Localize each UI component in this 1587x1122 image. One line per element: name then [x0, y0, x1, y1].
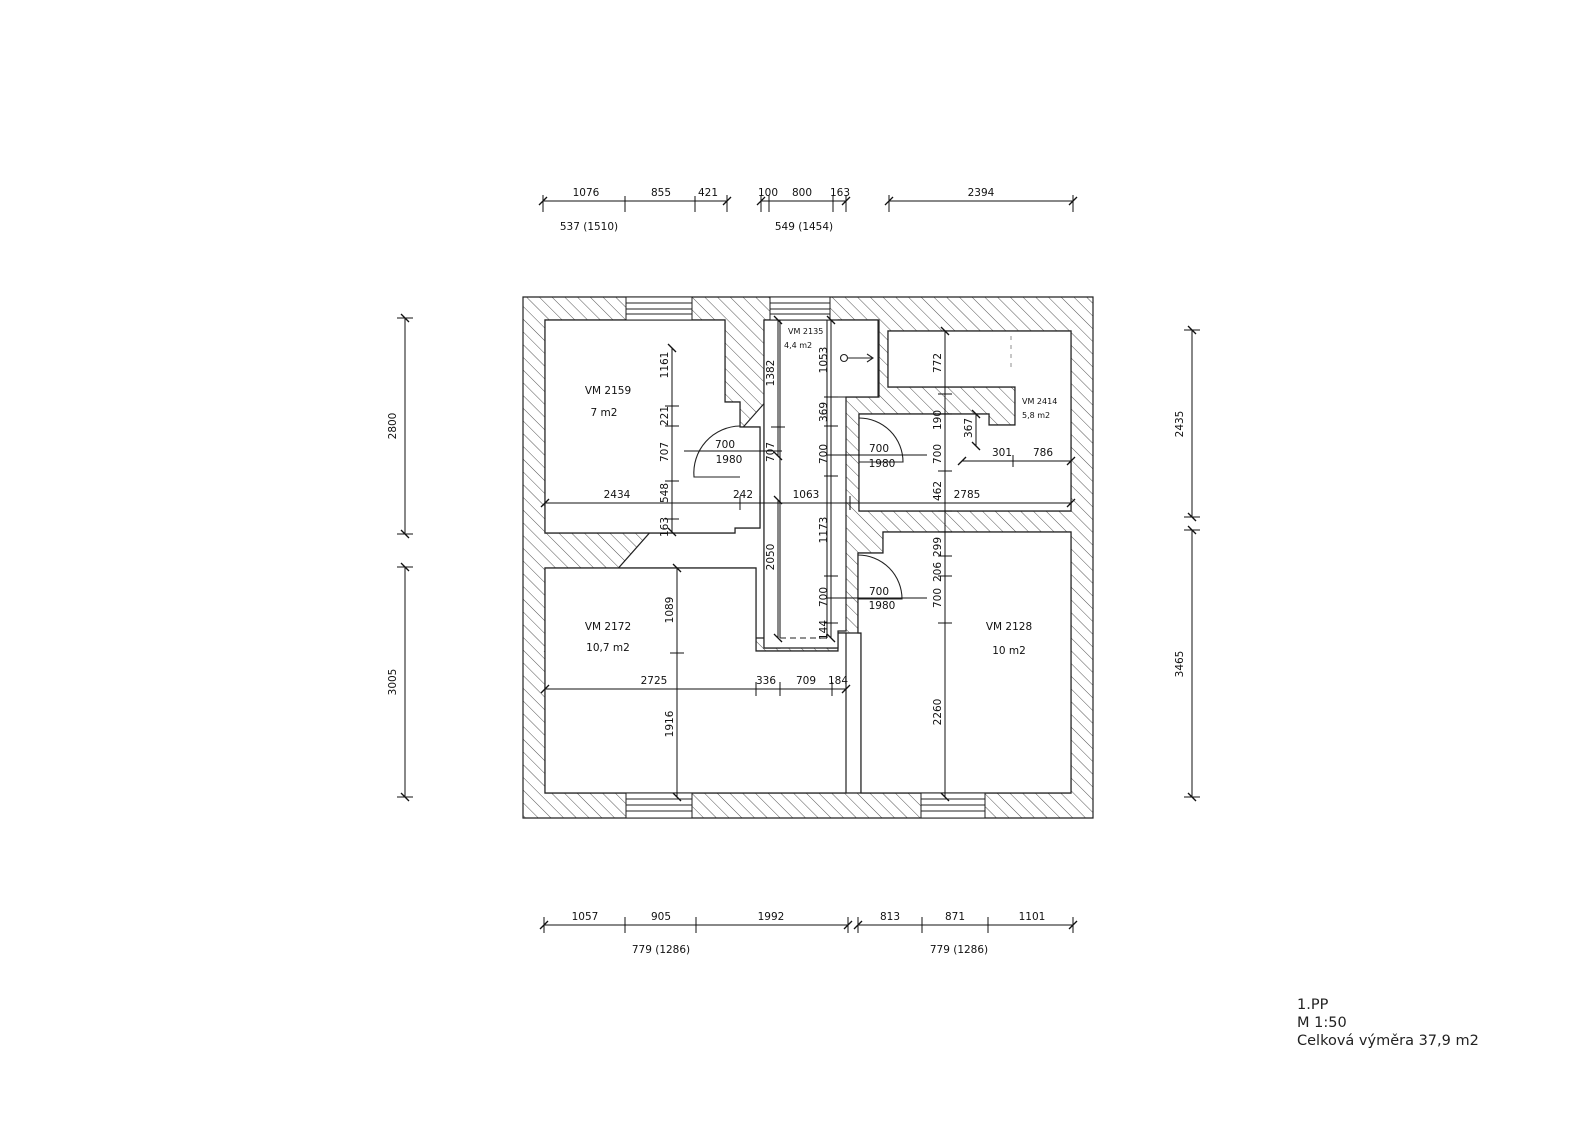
dimension-labels-interior: 1161 221 707 548 163 1382 707 2050 1053 …: [604, 347, 1054, 738]
dim-bottom-1057: 1057: [572, 911, 599, 923]
dim-int-2050: 2050: [765, 544, 777, 571]
dim-int-301: 301: [992, 447, 1012, 459]
scale-label: M 1:50: [1297, 1015, 1347, 1031]
dim-int-709: 709: [796, 675, 816, 687]
dim-int-369: 369: [818, 402, 830, 422]
doors: [693, 417, 904, 600]
door-2128-height: 1980: [869, 600, 896, 612]
room-area-2128: 10 m2: [992, 645, 1026, 657]
dim-int-336: 336: [756, 675, 776, 687]
dimension-labels-bottom: 1057 905 1992 813 871 1101 779 (1286) 77…: [572, 911, 1046, 956]
door-swing-2159: [693, 425, 741, 478]
dim-bottom-1101: 1101: [1019, 911, 1046, 923]
dim-int-144: 144: [818, 620, 830, 640]
dimension-lines: [397, 195, 1200, 933]
dim-int-700-d: 700: [932, 588, 944, 608]
dim-left-3005: 3005: [387, 669, 399, 696]
dim-bottom-905: 905: [651, 911, 671, 923]
dim-int-2725: 2725: [641, 675, 668, 687]
room-floors: [544, 319, 1072, 794]
dim-int-2434: 2434: [604, 489, 631, 501]
window-top-left: [625, 296, 693, 321]
window-bottom-right: [920, 792, 986, 819]
window-bottom-left: [625, 792, 693, 819]
dim-top-421: 421: [698, 187, 718, 199]
door-2159-height: 1980: [716, 454, 743, 466]
dim-int-190: 190: [932, 410, 944, 430]
room-code-2135: VM 2135: [788, 327, 823, 336]
dim-top-163: 163: [830, 187, 850, 199]
room-area-2159: 7 m2: [591, 407, 618, 419]
dim-top-2394: 2394: [968, 187, 995, 199]
dim-int-1916: 1916: [664, 710, 676, 737]
room-code-2414: VM 2414: [1022, 397, 1057, 406]
dim-right-2435: 2435: [1174, 411, 1186, 438]
dimension-labels-top: 1076 855 421 100 800 163 2394 537 (1510)…: [560, 187, 995, 233]
room-code-2172: VM 2172: [585, 621, 631, 633]
dim-bottom-871: 871: [945, 911, 965, 923]
room-area-2135: 4,4 m2: [784, 341, 812, 350]
dim-top-855: 855: [651, 187, 671, 199]
dim-int-184: 184: [828, 675, 848, 687]
dim-top-1076: 1076: [573, 187, 600, 199]
door-2159-width: 700: [715, 439, 735, 451]
dim-int-299: 299: [932, 537, 944, 557]
dim-right-3465: 3465: [1174, 651, 1186, 678]
dim-int-700-b: 700: [818, 587, 830, 607]
dim-int-2785: 2785: [954, 489, 981, 501]
window-top-middle: [769, 296, 831, 321]
dim-int-163: 163: [659, 517, 671, 537]
room-floor-2414: [858, 330, 1072, 512]
dimension-labels-sides: 2800 3005 2435 3465: [387, 411, 1186, 696]
dim-int-1173: 1173: [818, 517, 830, 544]
dim-bottom-813: 813: [880, 911, 900, 923]
floor-label: 1.PP: [1297, 997, 1329, 1013]
dim-bottom-window-right: 779 (1286): [930, 944, 988, 956]
total-area-label: Celková výměra 37,9 m2: [1297, 1033, 1479, 1049]
room-floor-2135: [763, 319, 880, 649]
dim-top-800: 800: [792, 187, 812, 199]
dim-bottom-1992: 1992: [758, 911, 785, 923]
dim-top-100: 100: [758, 187, 778, 199]
room-floor-2128: [857, 531, 1072, 794]
room-area-2172: 10,7 m2: [586, 642, 630, 654]
dim-top-window-middle: 549 (1454): [775, 221, 833, 233]
dim-left-2800: 2800: [387, 413, 399, 440]
dim-int-1053: 1053: [818, 347, 830, 374]
door-2414-height: 1980: [869, 458, 896, 470]
dim-int-700-c: 700: [932, 444, 944, 464]
dim-int-707-b: 707: [765, 442, 777, 462]
door-swing-2128: [857, 554, 903, 600]
door-2414-width: 700: [869, 443, 889, 455]
room-code-2159: VM 2159: [585, 385, 631, 397]
dim-int-1161: 1161: [659, 352, 671, 379]
dim-int-548: 548: [659, 483, 671, 503]
room-code-2128: VM 2128: [986, 621, 1032, 633]
dim-int-367: 367: [963, 418, 975, 438]
room-area-2414: 5,8 m2: [1022, 411, 1050, 420]
dim-int-242: 242: [733, 489, 753, 501]
dim-int-2260: 2260: [932, 699, 944, 726]
dim-top-window-left: 537 (1510): [560, 221, 618, 233]
dim-int-1382: 1382: [765, 360, 777, 387]
door-2128-width: 700: [869, 586, 889, 598]
door-swing-2414: [858, 417, 904, 463]
dim-int-707-a: 707: [659, 442, 671, 462]
dim-int-1063: 1063: [793, 489, 820, 501]
dim-int-1089: 1089: [664, 597, 676, 624]
room-labels: VM 2159 7 m2 VM 2172 10,7 m2 VM 2135 4,4…: [585, 327, 1057, 657]
dim-bottom-window-left: 779 (1286): [632, 944, 690, 956]
dim-int-221: 221: [659, 406, 671, 426]
dim-int-462: 462: [932, 481, 944, 501]
dim-int-772: 772: [932, 353, 944, 373]
dim-int-700-a: 700: [818, 444, 830, 464]
plan-info-block: 1.PP M 1:50 Celková výměra 37,9 m2: [1297, 996, 1479, 1050]
dim-int-206: 206: [932, 562, 944, 582]
dim-int-786: 786: [1033, 447, 1053, 459]
door-labels: 700 1980 700 1980 700 1980: [715, 439, 895, 612]
